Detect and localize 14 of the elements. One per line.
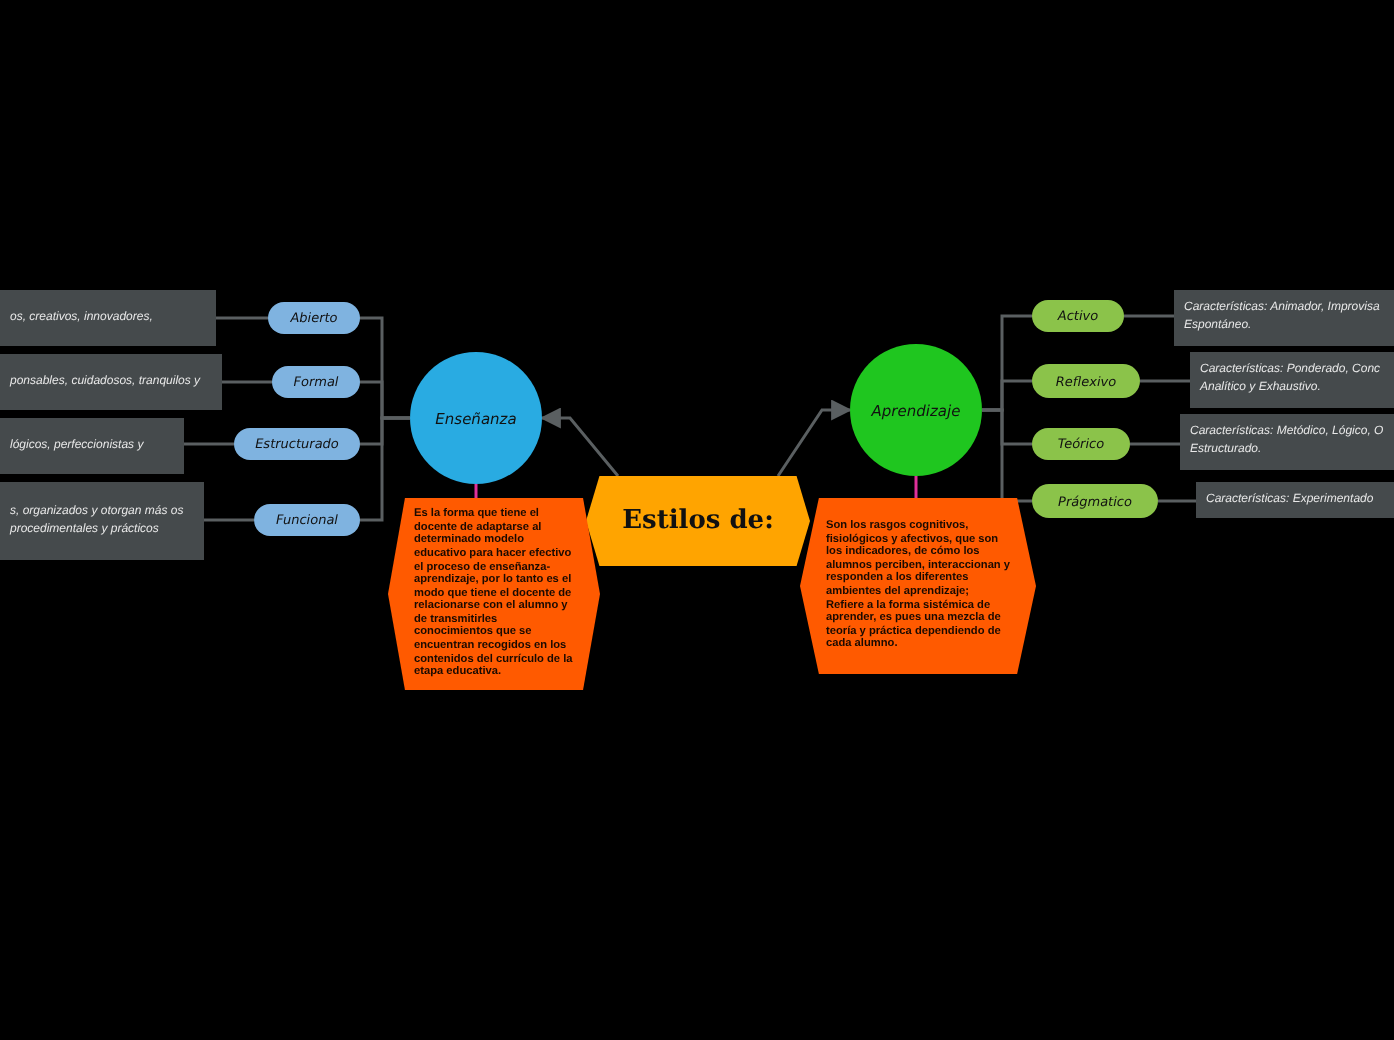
- connector: [982, 408, 1032, 503]
- connector: [216, 316, 268, 320]
- connector: [184, 442, 234, 446]
- connector: [1124, 314, 1174, 318]
- connector: [776, 399, 853, 477]
- connector: [360, 416, 410, 522]
- connector: [1158, 499, 1196, 503]
- connector: [204, 518, 254, 522]
- connector: [1140, 379, 1190, 383]
- connector: [222, 380, 272, 384]
- connector: [914, 476, 918, 498]
- connector: [474, 484, 478, 498]
- connector: [539, 407, 620, 477]
- connector: [1130, 442, 1180, 446]
